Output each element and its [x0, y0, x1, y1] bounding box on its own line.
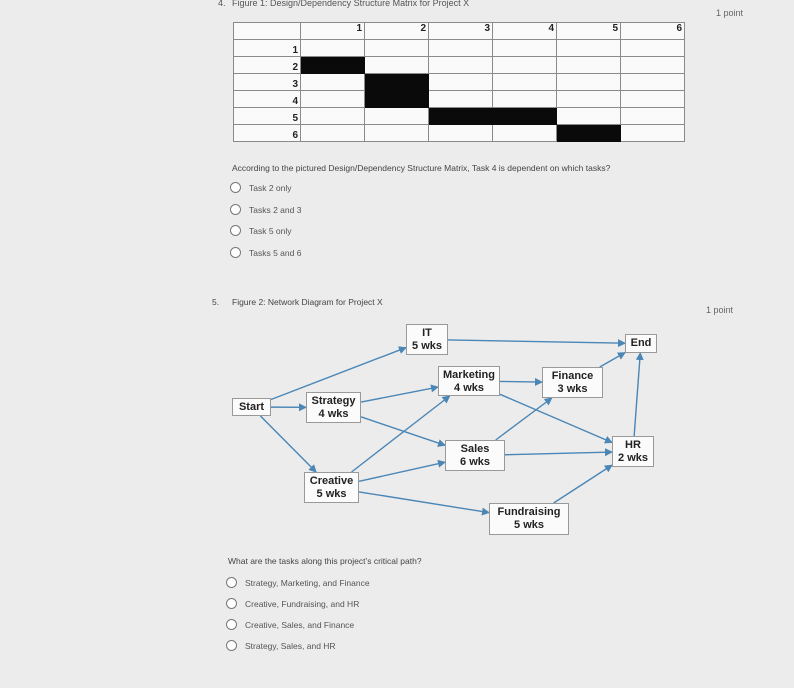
option-label: Creative, Sales, and Finance [245, 619, 355, 630]
node-name: Sales [460, 443, 490, 455]
option-label: Tasks 5 and 6 [249, 247, 302, 258]
arrow-sales-to-hr [504, 448, 613, 457]
option-label: Tasks 2 and 3 [249, 204, 302, 215]
arrow-start-to-it [270, 346, 407, 401]
arrow-creative-to-marketing [351, 395, 451, 473]
matrix-row: 3 [233, 73, 685, 91]
node-duration: 4 wks [454, 382, 484, 394]
q4-option-2[interactable]: Tasks 2 and 3 [230, 204, 301, 215]
option-label: Task 2 only [249, 182, 292, 193]
option-label: Task 5 only [249, 225, 292, 236]
node-duration: 5 wks [412, 340, 442, 352]
question-4-points: 1 point [716, 8, 744, 18]
arrow-finance-to-end [599, 352, 626, 368]
radio-button[interactable] [226, 619, 237, 630]
question-4-number: 4. [218, 0, 226, 8]
radio-button[interactable] [226, 598, 237, 609]
arrow-strategy-to-marketing [360, 384, 439, 403]
figure-2-title: Figure 2: Network Diagram for Project X [232, 297, 383, 307]
node-name: Fundraising [497, 506, 561, 518]
radio-button[interactable] [226, 577, 237, 588]
node-duration: 4 wks [318, 408, 349, 420]
figure-1-title: Figure 1: Design/Dependency Structure Ma… [232, 0, 470, 8]
q5-option-4[interactable]: Strategy, Sales, and HR [226, 640, 336, 651]
node-duration: 2 wks [618, 452, 648, 464]
matrix-cell-filled [364, 73, 429, 91]
radio-button[interactable] [226, 640, 237, 651]
q5-option-3[interactable]: Creative, Sales, and Finance [226, 619, 354, 630]
q4-option-1[interactable]: Task 2 only [230, 182, 292, 193]
arrow-it-to-end [447, 339, 626, 348]
arrow-fundraising-to-hr [553, 464, 613, 504]
arrow-start-to-creative [259, 415, 317, 473]
option-label: Strategy, Sales, and HR [245, 640, 336, 651]
radio-button[interactable] [230, 204, 241, 215]
arrow-strategy-to-sales [360, 416, 446, 447]
option-label: Strategy, Marketing, and Finance [245, 577, 370, 588]
radio-button[interactable] [230, 225, 241, 236]
q4-option-4[interactable]: Tasks 5 and 6 [230, 247, 301, 258]
node-name: HR [625, 439, 641, 451]
node-name: End [630, 337, 652, 349]
node-name: Strategy [311, 395, 356, 407]
node-name: Start [238, 401, 265, 413]
node-name: Finance [551, 370, 594, 382]
question-4-text: According to the pictured Design/Depende… [232, 163, 611, 173]
arrow-marketing-to-hr [499, 393, 613, 444]
question-5-text: What are the tasks along this project’s … [228, 556, 422, 566]
arrow-sales-to-finance [495, 397, 553, 441]
option-label: Creative, Fundraising, and HR [245, 598, 360, 609]
matrix-row: 1 [233, 39, 685, 57]
arrow-hr-to-end [633, 352, 644, 437]
matrix-row: 5 [233, 107, 685, 125]
matrix-cell-filled [556, 124, 621, 142]
q4-option-3[interactable]: Task 5 only [230, 225, 292, 236]
node-duration: 5 wks [514, 519, 544, 531]
question-5-points: 1 point [706, 305, 734, 315]
matrix-row: 6 [233, 124, 685, 142]
node-end: End [625, 334, 657, 353]
node-name: IT [422, 327, 432, 339]
q5-option-1[interactable]: Strategy, Marketing, and Finance [226, 577, 370, 588]
node-start: Start [232, 398, 271, 416]
dependency-structure-matrix: 1 2 3 4 5 6 1 2 3 4 5 6 [233, 22, 685, 142]
radio-button[interactable] [230, 182, 241, 193]
arrow-creative-to-sales [358, 459, 446, 483]
node-duration: 5 wks [316, 488, 347, 500]
question-5-number: 5. [212, 297, 220, 307]
arrow-marketing-to-finance [499, 377, 543, 386]
arrow-creative-to-fundraising [358, 491, 490, 516]
node-name: Creative [309, 475, 354, 487]
q5-option-2[interactable]: Creative, Fundraising, and HR [226, 598, 359, 609]
matrix-cell [620, 124, 685, 142]
node-duration: 6 wks [460, 456, 490, 468]
radio-button[interactable] [230, 247, 241, 258]
node-duration: 3 wks [557, 383, 588, 395]
node-name: Marketing [443, 369, 495, 381]
